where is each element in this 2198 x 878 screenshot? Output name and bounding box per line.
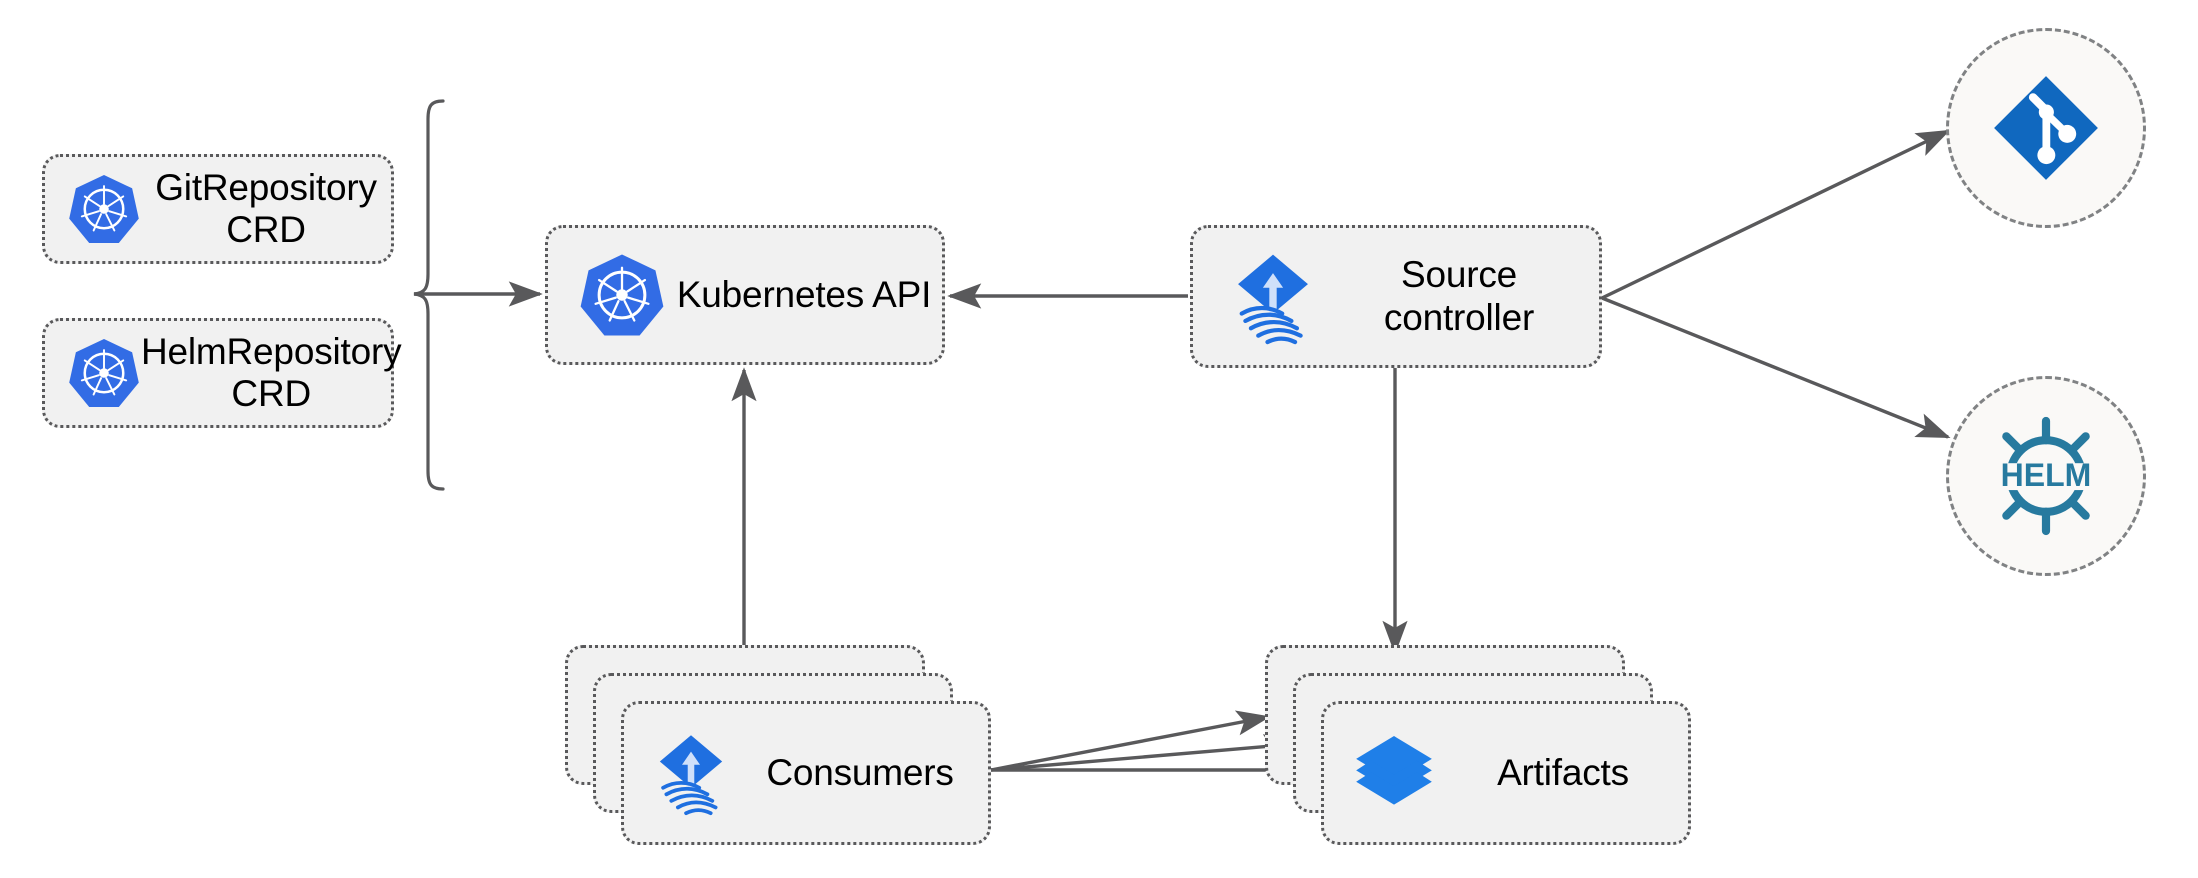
node-label: GitRepository CRD [155, 166, 377, 250]
crd-group-brace [413, 99, 445, 491]
edge-consumers-to-artifacts-back [990, 710, 1271, 772]
node-label: Artifacts [1497, 751, 1629, 793]
kubernetes-icon [578, 251, 666, 339]
kubernetes-icon [67, 172, 141, 246]
node-consumers[interactable]: Consumers [565, 645, 995, 845]
edge-source-controller-to-helm [1601, 296, 1951, 439]
node-source-controller[interactable]: Source controller [1190, 225, 1602, 368]
node-label: HelmRepository CRD [141, 330, 402, 414]
kubernetes-icon [67, 336, 141, 410]
node-git-repository-crd[interactable]: GitRepository CRD [42, 154, 394, 264]
node-helm-source[interactable]: HELM [1946, 376, 2146, 576]
node-label: Consumers [766, 751, 954, 793]
node-artifacts[interactable]: Artifacts [1265, 645, 1695, 845]
consumers-stack-card-front[interactable]: Consumers [621, 701, 991, 845]
edge-source-controller-to-git [1601, 129, 1951, 300]
edge-consumers-to-artifacts-middle [990, 734, 1298, 772]
artifacts-stack-card-front[interactable]: Artifacts [1321, 701, 1691, 845]
git-icon [1987, 69, 2105, 187]
helm-wordmark: HELM [2001, 457, 2092, 493]
helm-icon: HELM [1982, 412, 2110, 540]
node-git-source[interactable] [1946, 28, 2146, 228]
node-label: Source controller [1383, 254, 1535, 338]
flux-icon [650, 729, 732, 817]
layers-icon [1350, 729, 1438, 817]
node-kubernetes-api[interactable]: Kubernetes API [545, 225, 945, 365]
node-helm-repository-crd[interactable]: HelmRepository CRD [42, 318, 402, 428]
node-label: Kubernetes API [676, 273, 932, 315]
flux-icon [1227, 249, 1319, 345]
